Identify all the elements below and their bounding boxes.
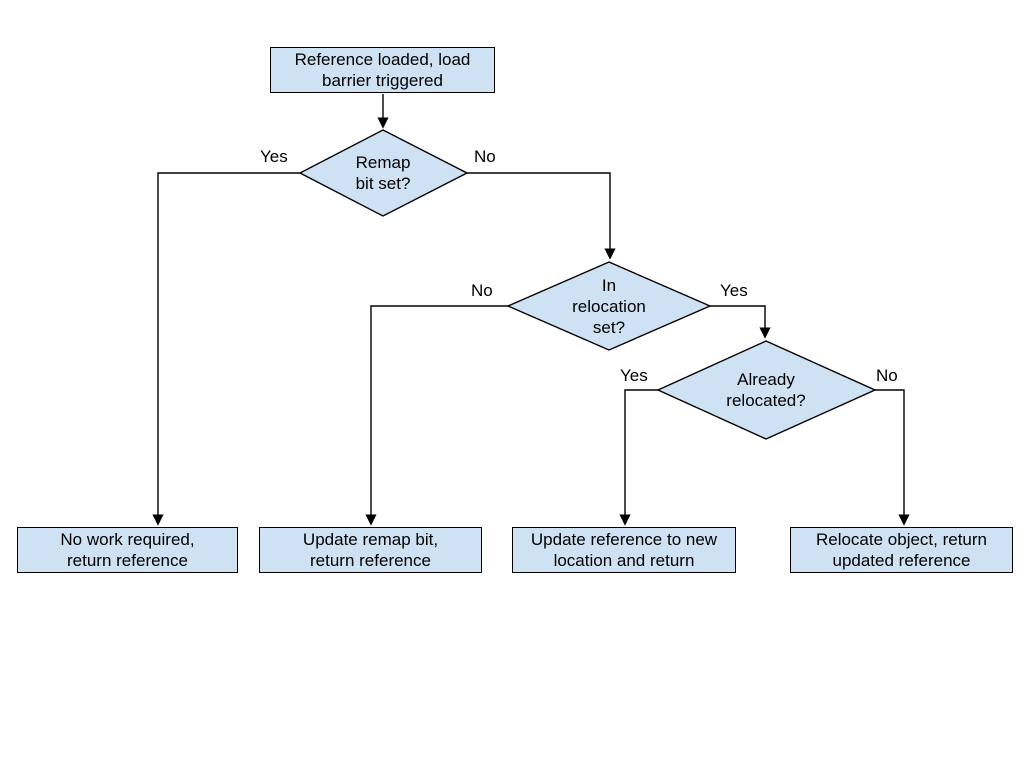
- node-update-remap-bit-label: Update remap bit, return reference: [302, 530, 439, 570]
- node-no-work-required-label: No work required, return reference: [60, 530, 195, 570]
- decision-in-relocation-set-label: In relocation set?: [572, 275, 646, 337]
- node-update-remap-bit: Update remap bit, return reference: [259, 527, 482, 573]
- edge-label-remap-no: No: [474, 147, 496, 166]
- node-relocate-object: Relocate object, return updated referenc…: [790, 527, 1013, 573]
- node-start: Reference loaded, load barrier triggered: [270, 47, 495, 93]
- edge-label-relocation-no: No: [471, 281, 493, 300]
- decision-in-relocation-set-shape: [506, 261, 712, 351]
- decision-remap-bit-set-label: Remap bit set?: [355, 153, 411, 193]
- edge-relocated-yes-to-update-reference: [619, 389, 658, 526]
- edge-label-relocation-yes: Yes: [720, 281, 748, 300]
- edge-label-remap-yes: Yes: [260, 147, 288, 166]
- node-update-reference: Update reference to new location and ret…: [512, 527, 736, 573]
- decision-already-relocated-shape: [656, 340, 877, 440]
- decision-already-relocated: Already relocated?: [686, 346, 846, 434]
- edge-label-relocated-no: No: [876, 366, 898, 385]
- node-no-work-required: No work required, return reference: [17, 527, 238, 573]
- edge-relocated-no-to-relocate-object: [875, 389, 910, 526]
- node-relocate-object-label: Relocate object, return updated referenc…: [815, 530, 988, 570]
- edge-remap-no-to-relocation-set: [467, 172, 616, 260]
- node-update-reference-label: Update reference to new location and ret…: [530, 530, 718, 570]
- edge-relocation-yes-to-already-relocated: [710, 305, 771, 339]
- decision-remap-bit-set-shape: [298, 129, 469, 217]
- decision-in-relocation-set: In relocation set?: [529, 262, 689, 350]
- decision-remap-bit-set: Remap bit set?: [303, 129, 463, 217]
- edge-relocation-no-to-update-remap: [365, 305, 508, 526]
- decision-already-relocated-label: Already relocated?: [726, 370, 806, 410]
- edge-remap-yes-to-no-work: [152, 172, 300, 526]
- edge-label-relocated-yes: Yes: [620, 366, 648, 385]
- node-start-label: Reference loaded, load barrier triggered: [294, 50, 471, 90]
